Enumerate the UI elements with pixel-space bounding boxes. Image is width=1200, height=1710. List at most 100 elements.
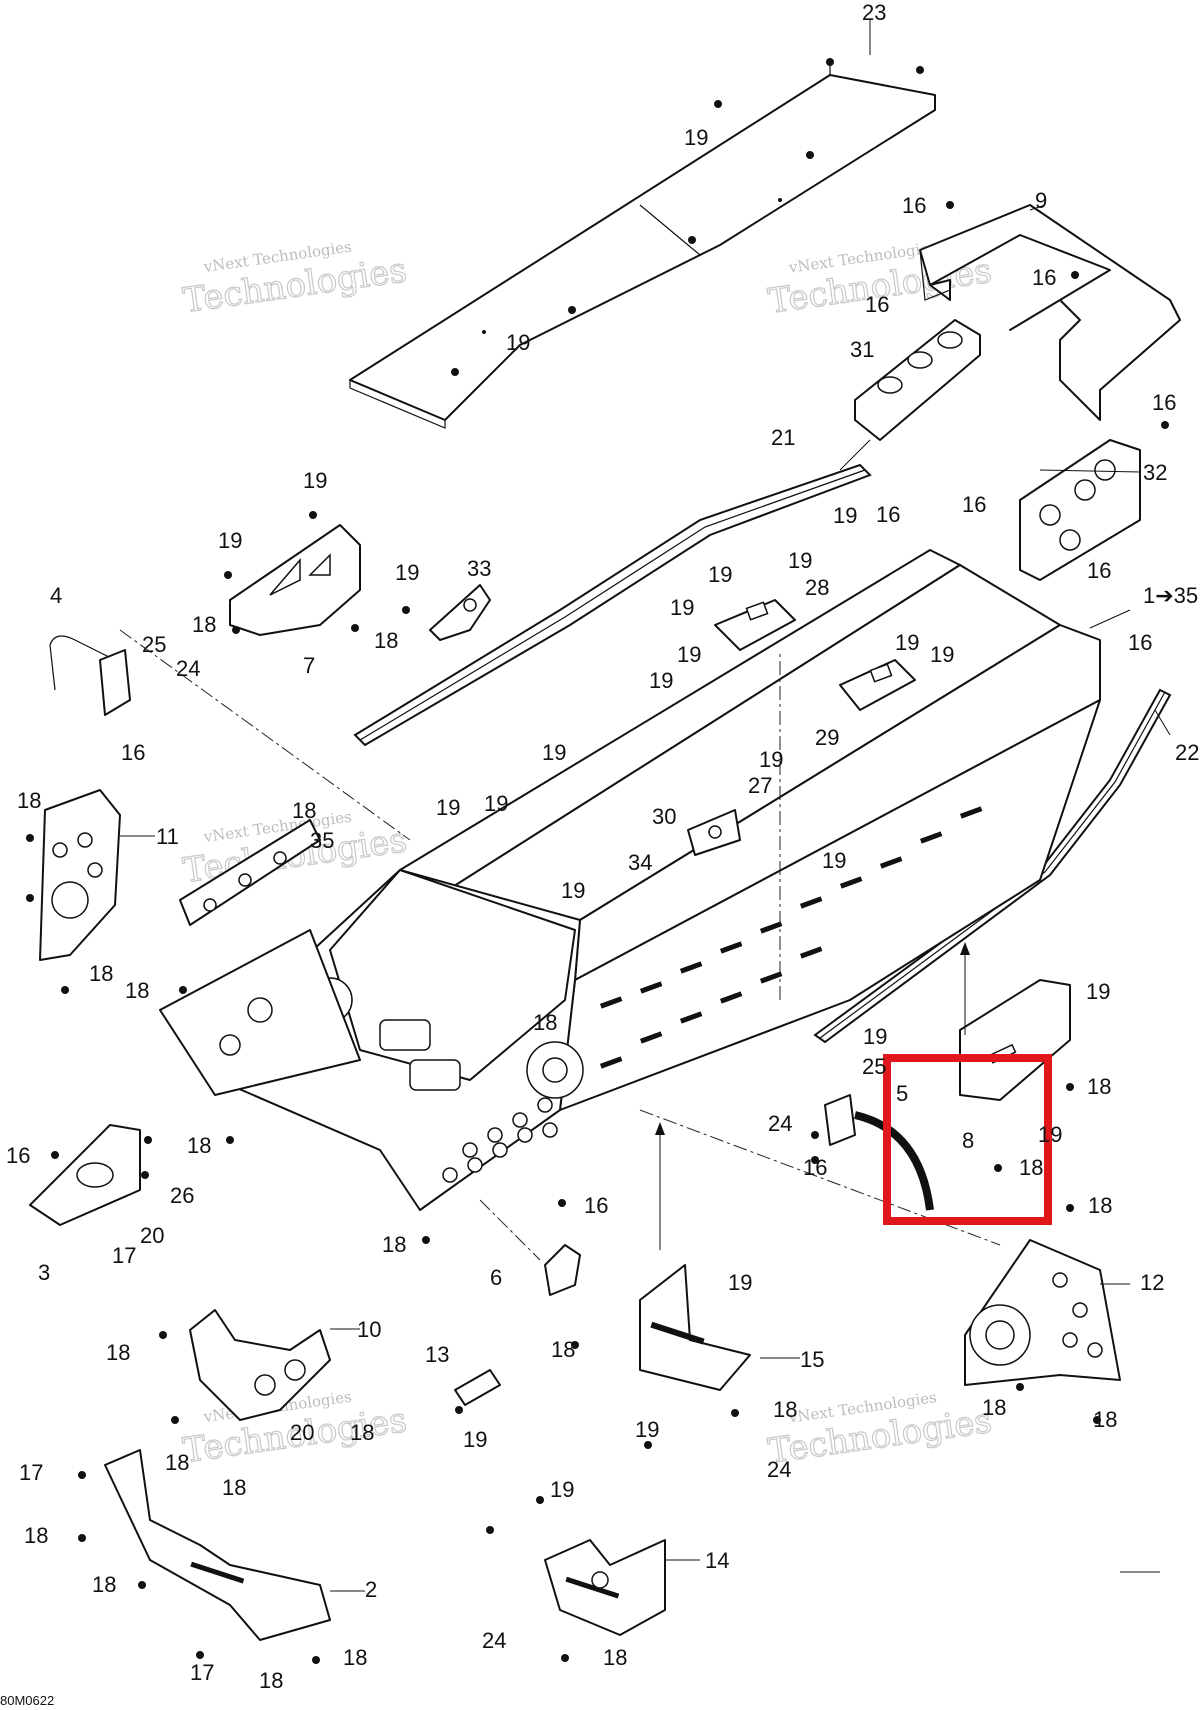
label-19: 19 <box>303 468 327 493</box>
part-10-bracket <box>189 1309 331 1421</box>
part-8-bracket <box>959 979 1071 1101</box>
highlight-box <box>883 1054 1052 1225</box>
part-2-bracket <box>104 1449 331 1641</box>
part-9-bracket <box>919 201 1181 429</box>
label-18: 18 <box>292 798 316 823</box>
label-23: 23 <box>862 0 886 25</box>
part-7-bracket <box>229 524 361 636</box>
drawing-code: 80M0622 <box>0 1693 54 1708</box>
label-35: 35 <box>310 828 334 853</box>
part-33-bracket <box>429 584 491 641</box>
label-33: 33 <box>467 556 491 581</box>
label-19: 19 <box>728 1270 752 1295</box>
label-18: 18 <box>24 1523 48 1548</box>
label-32: 32 <box>1143 460 1167 485</box>
label-34: 34 <box>628 850 652 875</box>
label-14: 14 <box>705 1548 729 1573</box>
label-4: 4 <box>50 583 62 608</box>
label-18: 18 <box>603 1645 627 1670</box>
label-1-35: 1➔35 <box>1143 583 1198 608</box>
label-9: 9 <box>1035 188 1047 213</box>
label-24: 24 <box>176 656 200 681</box>
part-11-plate <box>39 789 121 961</box>
label-16: 16 <box>584 1193 608 1218</box>
label-16: 16 <box>962 492 986 517</box>
label-18: 18 <box>382 1232 406 1257</box>
label-7: 7 <box>303 653 315 678</box>
label-18: 18 <box>343 1645 367 1670</box>
label-19: 19 <box>550 1477 574 1502</box>
label-16: 16 <box>1152 390 1176 415</box>
watermark-bottom-right: vNext Technologies Technologies <box>765 1388 995 1472</box>
label-26: 26 <box>170 1183 194 1208</box>
part-35-bracket <box>179 819 321 926</box>
label-6: 6 <box>490 1265 502 1290</box>
part-29-bracket <box>839 659 916 711</box>
label-18: 18 <box>17 788 41 813</box>
label-19: 19 <box>759 747 783 772</box>
main-frame-tunnel <box>159 549 1101 1211</box>
part-12-plate <box>964 1239 1121 1386</box>
label-19: 19 <box>395 560 419 585</box>
part-32-bracket <box>1019 439 1141 581</box>
label-19: 19 <box>635 1417 659 1442</box>
label-17: 17 <box>19 1460 43 1485</box>
label-13: 13 <box>425 1342 449 1367</box>
label-29: 29 <box>815 725 839 750</box>
label-24: 24 <box>767 1457 791 1482</box>
part-4-handle <box>49 635 131 716</box>
label-19: 19 <box>506 330 530 355</box>
part-28-bracket <box>714 599 796 651</box>
label-16: 16 <box>1087 558 1111 583</box>
label-10: 10 <box>357 1317 381 1342</box>
label-19: 19 <box>670 595 694 620</box>
label-19: 19 <box>677 642 701 667</box>
floor-holes <box>442 1097 558 1183</box>
label-16: 16 <box>902 193 926 218</box>
label-16: 16 <box>876 502 900 527</box>
label-28: 28 <box>805 575 829 600</box>
label-5: 5 <box>896 1081 908 1106</box>
label-3: 3 <box>38 1260 50 1285</box>
label-19: 19 <box>708 562 732 587</box>
label-19: 19 <box>833 503 857 528</box>
part-23-tunnel-plate <box>349 58 936 429</box>
label-19: 19 <box>218 528 242 553</box>
label-18: 18 <box>92 1572 116 1597</box>
label-18: 18 <box>192 612 216 637</box>
label-16: 16 <box>1128 630 1152 655</box>
label-18: 18 <box>350 1420 374 1445</box>
label-24: 24 <box>482 1628 506 1653</box>
label-11: 11 <box>156 824 179 849</box>
label-17: 17 <box>112 1243 136 1268</box>
label-21: 21 <box>771 425 795 450</box>
part-6-bracket <box>544 1244 581 1296</box>
label-19: 19 <box>822 848 846 873</box>
label-18: 18 <box>1088 1193 1112 1218</box>
label-20: 20 <box>290 1420 314 1445</box>
callout-labels: 23 19 9 16 16 16 19 31 16 21 32 19 19 16… <box>6 0 1199 1693</box>
label-18: 18 <box>374 628 398 653</box>
label-24: 24 <box>768 1111 792 1136</box>
label-8: 8 <box>962 1128 974 1153</box>
part-3-bracket <box>29 1124 141 1226</box>
label-19: 19 <box>863 1024 887 1049</box>
label-22: 22 <box>1175 740 1199 765</box>
fasteners <box>26 511 1101 1664</box>
label-19: 19 <box>561 878 585 903</box>
label-16: 16 <box>121 740 145 765</box>
label-19: 19 <box>436 795 460 820</box>
label-12: 12 <box>1140 1270 1164 1295</box>
label-25: 25 <box>862 1054 886 1079</box>
label-18: 18 <box>551 1337 575 1362</box>
label-25: 25 <box>142 632 166 657</box>
label-19: 19 <box>1086 979 1110 1004</box>
label-18: 18 <box>165 1450 189 1475</box>
part-5-handle <box>824 1094 934 1211</box>
label-16: 16 <box>865 292 889 317</box>
watermark-top-left: vNext Technologies Technologies <box>180 238 410 322</box>
label-18: 18 <box>222 1475 246 1500</box>
label-27: 27 <box>748 773 772 798</box>
part-22-rail <box>813 688 1172 1044</box>
